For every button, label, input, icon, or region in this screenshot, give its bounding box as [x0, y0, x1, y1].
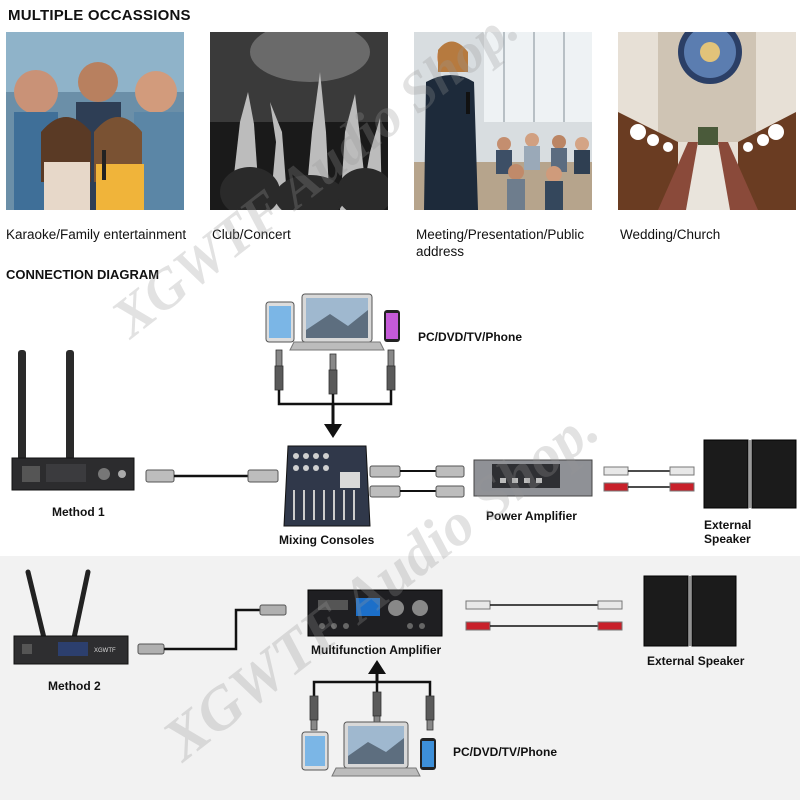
- method2-diagram: XGWTF: [13, 569, 737, 777]
- multifunction-amplifier-label: Multifunction Amplifier: [311, 643, 442, 657]
- wireless-receiver-2-icon: [13, 569, 129, 665]
- power-amplifier-icon: [473, 459, 593, 497]
- multifunction-amplifier-icon: [307, 589, 443, 637]
- xlr-cable-icon: [145, 469, 279, 483]
- method1-source-label: PC/DVD/TV/Phone: [418, 330, 523, 344]
- method2-source-label: PC/DVD/TV/Phone: [453, 745, 558, 759]
- arrow-down-icon: [324, 404, 342, 438]
- mixing-console-icon: [283, 445, 371, 527]
- method1-diagram: [11, 293, 797, 527]
- wedding-church-photo: [618, 32, 796, 210]
- karaoke-caption: Karaoke/Family entertainment: [6, 227, 187, 242]
- method1-speaker-label: External Speaker: [704, 518, 752, 546]
- meeting-caption: Meeting/Presentation/Public address: [416, 227, 585, 259]
- audio-jack-cable-icon: [137, 604, 287, 655]
- method2-label: Method 2: [48, 679, 101, 693]
- receiver-brand-text: XGWTF: [94, 648, 116, 654]
- club-concert-photo: [210, 32, 388, 210]
- method1-label: Method 1: [52, 505, 105, 519]
- tablet-icon: [265, 301, 295, 343]
- power-amplifier-label: Power Amplifier: [486, 509, 577, 523]
- phone-icon: [384, 310, 400, 342]
- karaoke-family-photo: [6, 32, 184, 210]
- occasions-header: MULTIPLE OCCASSIONS: [8, 7, 191, 24]
- phone-2-icon: [420, 738, 436, 770]
- laptop-icon: [289, 293, 385, 351]
- mixing-consoles-label: Mixing Consoles: [279, 533, 375, 547]
- method2-speaker-label: External Speaker: [647, 654, 745, 668]
- external-speaker-icon: [703, 439, 797, 509]
- diagram-header: CONNECTION DIAGRAM: [6, 267, 160, 282]
- laptop-2-icon: [331, 721, 421, 777]
- club-concert-caption: Club/Concert: [212, 227, 291, 242]
- external-speaker-2-icon: [643, 575, 737, 647]
- wireless-receiver-icon: [11, 350, 135, 491]
- meeting-presentation-photo: [414, 32, 592, 210]
- wedding-caption: Wedding/Church: [620, 227, 721, 242]
- tablet-2-icon: [301, 731, 329, 771]
- arrow-up-icon: [368, 660, 386, 682]
